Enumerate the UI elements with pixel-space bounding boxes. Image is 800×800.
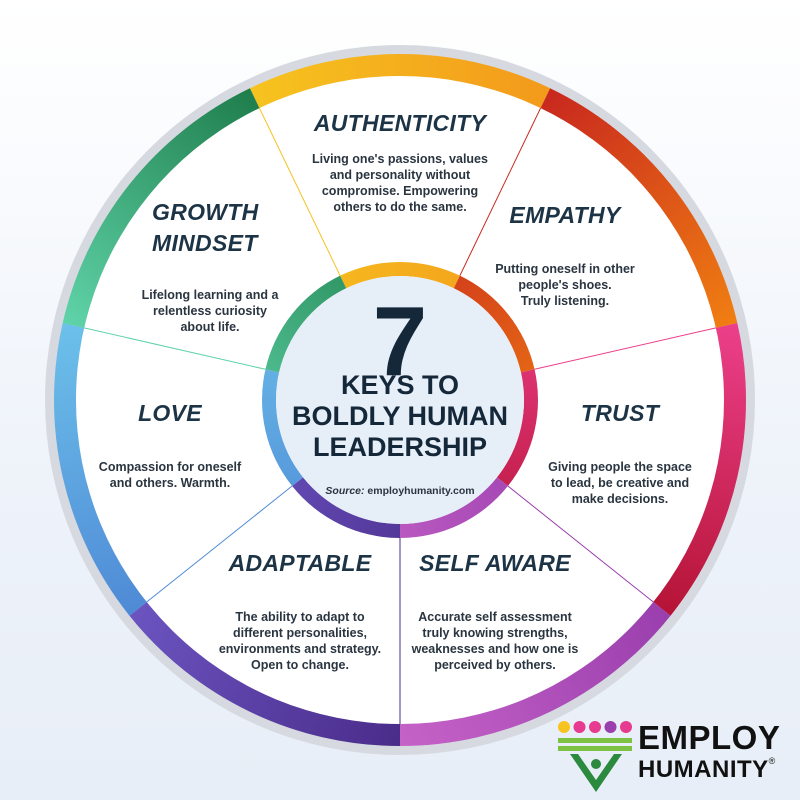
desc-line: about life.	[180, 320, 240, 334]
segment-desc-trust: Giving people the space to lead, be crea…	[530, 459, 710, 507]
segment-desc-authenticity: Living one's passions, values and person…	[260, 151, 540, 215]
divider-line	[534, 327, 716, 370]
divider-line	[258, 107, 341, 276]
segment-desc-love: Compassion for oneself and others. Warmt…	[85, 459, 255, 491]
segment-growth-mindset: GROWTH MINDSET	[130, 197, 290, 259]
center-title-line-3: LEADERSHIP	[312, 432, 488, 462]
source-value: employhumanity.com	[367, 485, 475, 497]
desc-line: others to do the same.	[333, 200, 467, 214]
inner-arc-trust	[496, 369, 538, 487]
logo-figure-head	[591, 759, 601, 769]
divider-line	[459, 107, 542, 276]
inner-arc-authenticity	[340, 262, 460, 289]
desc-line: Accurate self assessment	[418, 610, 572, 624]
employ-humanity-logo: EMPLOY HUMANITY®	[556, 718, 796, 794]
segment-desc-growth-mindset: Lifelong learning and a relentless curio…	[130, 287, 290, 335]
segment-title-adaptable: ADAPTABLE	[228, 550, 372, 576]
divider-line	[507, 485, 654, 603]
desc-line: compromise. Empowering	[321, 184, 479, 198]
center-title-line-2: BOLDLY HUMAN	[291, 401, 508, 431]
logo-dot	[558, 721, 570, 733]
desc-line: make decisions.	[571, 492, 669, 506]
logo-line-2: HUMANITY	[638, 756, 769, 783]
logo-dot	[573, 721, 586, 733]
logo-dot	[620, 721, 632, 733]
inner-arc-empathy	[453, 275, 535, 373]
center-source: Source: employhumanity.com	[290, 485, 510, 497]
segment-desc-adaptable: The ability to adapt to different person…	[205, 609, 395, 673]
desc-line: weaknesses and how one is	[411, 642, 579, 656]
desc-line: Compassion for oneself	[98, 460, 242, 474]
segment-trust: TRUST	[540, 398, 700, 429]
desc-line: Putting oneself in other	[495, 262, 635, 276]
segment-title-trust: TRUST	[580, 400, 660, 426]
desc-line: Living one's passions, values	[312, 152, 488, 166]
segment-adaptable: ADAPTABLE	[200, 548, 400, 579]
segment-title-growth-line-1: GROWTH	[152, 199, 259, 225]
inner-arc-growth-mindset	[265, 275, 347, 373]
logo-dots	[558, 721, 632, 733]
segment-self-aware: SELF AWARE	[390, 548, 600, 579]
segment-love: LOVE	[100, 398, 240, 429]
segment-title-growth-line-2: MINDSET	[152, 230, 258, 256]
logo-mark-icon	[558, 721, 632, 792]
segment-title-authenticity: AUTHENTICITY	[313, 110, 487, 136]
desc-line: Open to change.	[251, 658, 349, 672]
logo-v-shape	[570, 754, 622, 792]
segment-empathy: EMPATHY	[465, 200, 665, 231]
desc-line: Truly listening.	[520, 294, 610, 308]
logo-line-2-wrap: HUMANITY®	[638, 756, 775, 784]
logo-dot	[589, 721, 601, 733]
logo-line-1: EMPLOY	[638, 719, 781, 756]
inner-color-ring	[262, 262, 538, 538]
center-disc	[276, 276, 524, 524]
desc-line: to lead, be creative and	[550, 476, 690, 490]
segment-desc-empathy: Putting oneself in other people's shoes.…	[470, 261, 660, 309]
desc-line: different personalities,	[232, 626, 368, 640]
outer-arc-empathy	[539, 88, 738, 329]
logo-bar-bottom	[558, 746, 632, 751]
logo-bar-top	[558, 738, 632, 743]
center-title: KEYS TO BOLDLY HUMAN LEADERSHIP	[270, 370, 530, 463]
segment-desc-self-aware: Accurate self assessment truly knowing s…	[395, 609, 595, 673]
segment-authenticity: AUTHENTICITY Living one's passions, valu…	[260, 108, 540, 215]
inner-arc-self-aware	[400, 477, 508, 538]
segment-title-empathy: EMPATHY	[509, 202, 621, 228]
logo-registered-mark: ®	[768, 756, 776, 766]
outer-arc-growth-mindset	[62, 88, 261, 329]
logo-dot	[604, 721, 617, 733]
inner-arc-adaptable	[292, 477, 400, 538]
desc-line: Giving people the space	[548, 460, 692, 474]
divider-line	[84, 327, 266, 370]
segment-title-self-aware: SELF AWARE	[419, 550, 571, 576]
desc-line: truly knowing strengths,	[422, 626, 568, 640]
desc-line: and personality without	[329, 168, 471, 182]
desc-line: people's shoes.	[518, 278, 612, 292]
desc-line: The ability to adapt to	[235, 610, 365, 624]
inner-arc-love	[262, 369, 304, 487]
segment-dividers	[84, 107, 716, 724]
source-label: Source:	[325, 485, 365, 497]
desc-line: environments and strategy.	[218, 642, 382, 656]
outer-arc-self-aware	[400, 600, 671, 746]
desc-line: relentless curiosity	[153, 304, 267, 318]
segment-title-love: LOVE	[138, 400, 202, 426]
desc-line: perceived by others.	[434, 658, 556, 672]
center-number: 7	[372, 286, 428, 396]
desc-line: and others. Warmth.	[109, 476, 231, 490]
outer-arc-adaptable	[129, 600, 400, 746]
center-title-line-1: KEYS TO	[340, 370, 460, 400]
divider-line	[146, 485, 293, 603]
outer-arc-authenticity	[249, 54, 551, 110]
desc-line: Lifelong learning and a	[141, 288, 279, 302]
